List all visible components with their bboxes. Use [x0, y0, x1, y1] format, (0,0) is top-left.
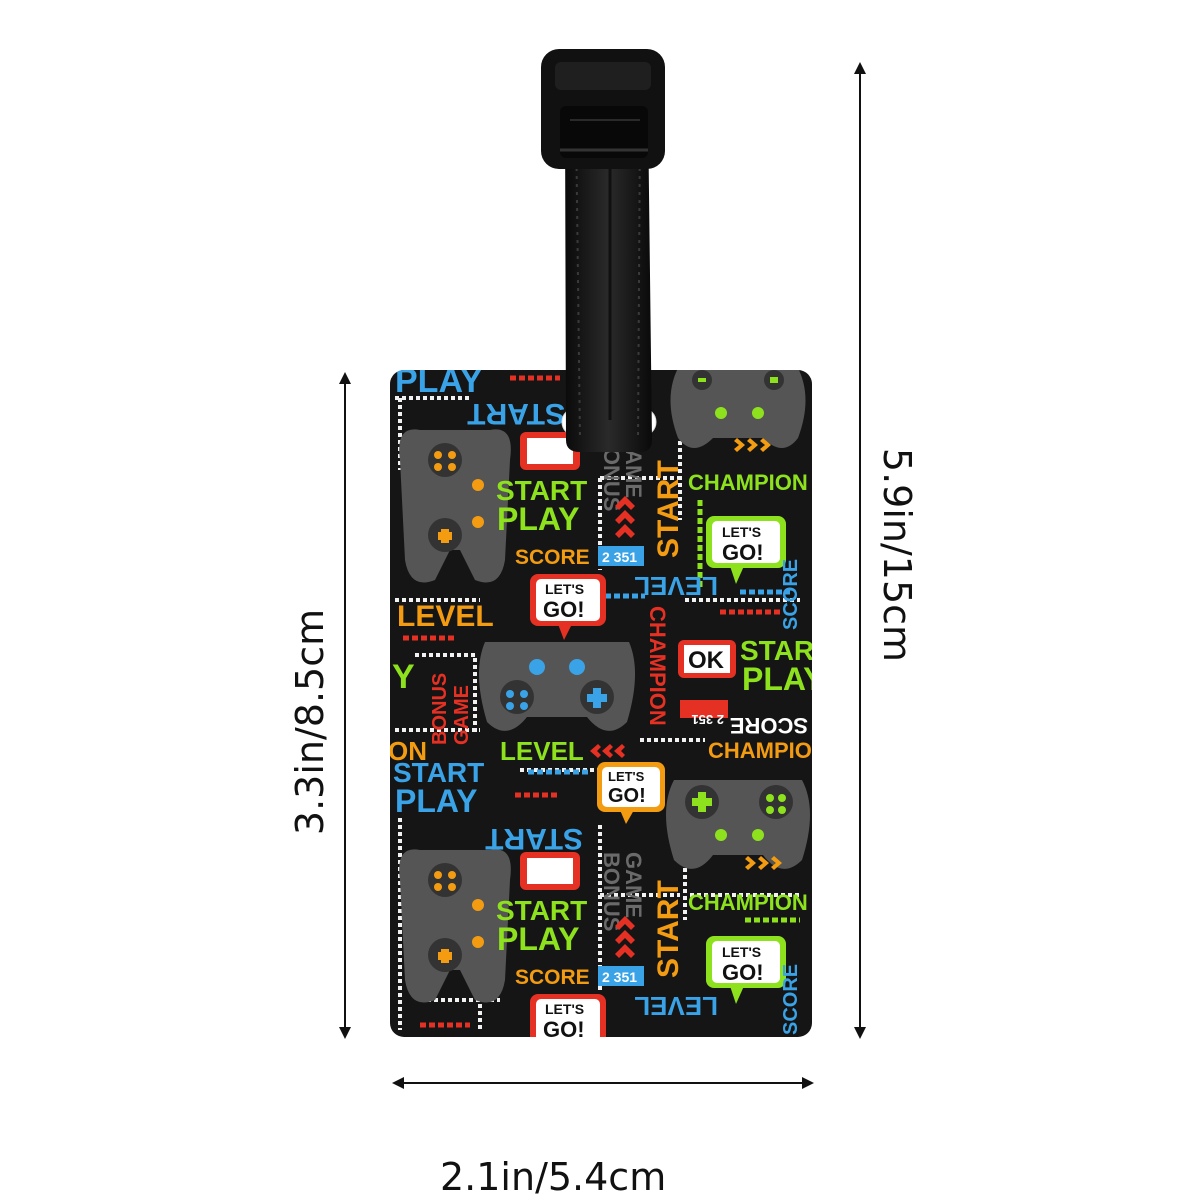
pattern-word-score-mirrored: SCORE	[730, 713, 808, 738]
svg-text:ON: ON	[388, 736, 427, 766]
game-controller	[478, 642, 636, 731]
pattern-word-game-bottom: GAME	[621, 852, 646, 918]
dimension-arrow-bottom	[392, 1077, 814, 1089]
chevron-icon	[615, 496, 635, 538]
bubble-lets: LET'S	[608, 769, 645, 784]
pattern-score-value: 2 351	[602, 549, 637, 565]
pattern-word-champion: CHAMPION	[688, 470, 808, 495]
pattern-word-champion-bottom: CHAMPION	[688, 890, 808, 915]
bubble-go: GO!	[543, 597, 585, 622]
bubble-go: GO!	[722, 540, 764, 565]
game-controller	[399, 429, 511, 583]
total-height-dimension-label: 5.9in/15cm	[875, 447, 919, 663]
pattern-word-score-vertical: SCORE	[780, 559, 802, 630]
pattern-word-play-blue: PLAY	[395, 783, 477, 819]
pattern-word-score-vertical-bottom: SCORE	[780, 964, 802, 1035]
ok-bubble: OK	[520, 852, 580, 922]
pattern-word-start-vertical-bottom: START	[652, 880, 685, 978]
lets-go-bubble: LET'S GO!	[597, 762, 665, 824]
game-controller	[666, 780, 810, 869]
pattern-word-ok-right: OK	[688, 647, 725, 674]
pattern-word-start-bottom: START	[496, 895, 587, 926]
card-height-dimension-label: 3.3in/8.5cm	[288, 608, 332, 836]
lets-go-bubble: LET'S GO!	[530, 994, 606, 1042]
pattern-word-start: START	[496, 475, 587, 506]
pattern-word-level-partial: LEVEL	[400, 1048, 490, 1079]
pattern-word-play-bottom: PLAY	[497, 921, 579, 957]
tag-card: PLAY START	[388, 362, 831, 1079]
pattern-word-game-red: GAME	[451, 685, 473, 745]
pattern-word-level: LEVEL	[397, 600, 494, 633]
pattern-word-level-mirrored-bottom: LEVEL	[634, 991, 718, 1021]
pattern-word-bonus-bottom: BONUS	[599, 852, 624, 931]
pattern-word-bonus-red: BONUS	[429, 673, 451, 745]
pattern-word-level-mirrored: LEVEL	[634, 571, 718, 601]
bubble-go: GO!	[722, 960, 764, 985]
bubble-lets: LET'S	[545, 581, 584, 597]
pattern-word-level-green: LEVEL	[500, 736, 584, 766]
pattern-word-champion-vertical: CHAMPION	[645, 606, 670, 726]
pattern-word-play-top: PLAY	[395, 362, 483, 400]
arrows-icon	[734, 438, 771, 452]
pattern-word-ok-bottom: OK	[536, 895, 573, 922]
pattern-word-champio: CHAMPIO	[708, 738, 812, 763]
game-controller	[399, 849, 511, 1003]
bubble-lets: LET'S	[722, 944, 761, 960]
pattern-word-start-vertical: START	[652, 460, 685, 558]
lets-go-bubble: LET'S GO!	[530, 574, 606, 640]
bubble-go: GO!	[543, 1017, 585, 1042]
pattern-word-play-right: PLAY	[742, 661, 824, 697]
pattern-word-score-bottom: SCORE	[515, 966, 590, 989]
pattern-word-score: SCORE	[515, 546, 590, 569]
bubble-lets: LET'S	[722, 524, 761, 540]
width-dimension-label: 2.1in/5.4cm	[440, 1155, 667, 1199]
bubble-go: GO!	[608, 785, 646, 807]
pattern-word-start-mirrored: START	[485, 822, 583, 855]
pattern-word-start-blue: START	[393, 757, 484, 788]
chevron-icon	[615, 916, 635, 958]
svg-text:Y: Y	[392, 658, 415, 696]
ok-bubble: OK	[520, 432, 580, 502]
pattern-score-value-bottom: 2 351	[602, 969, 637, 985]
dimension-arrow-right	[854, 62, 866, 1039]
pattern-word-ok: OK	[536, 475, 573, 502]
luggage-strap	[541, 49, 665, 452]
ok-bubble: OK	[678, 640, 736, 678]
pattern-score-value-mirrored: 2 351	[691, 712, 724, 727]
pattern-word-start-top: START	[467, 397, 565, 430]
lets-go-bubble: LET'S GO!	[706, 936, 786, 1004]
pattern-word-start-right: START	[740, 635, 831, 666]
chevron-left-icon	[590, 744, 625, 758]
pattern-word-play: PLAY	[497, 501, 579, 537]
dimension-arrow-left	[339, 372, 351, 1039]
bubble-lets: LET'S	[545, 1001, 584, 1017]
game-controller	[670, 370, 806, 448]
lets-go-bubble: LET'S GO!	[706, 516, 786, 584]
arrows-icon	[745, 856, 782, 870]
